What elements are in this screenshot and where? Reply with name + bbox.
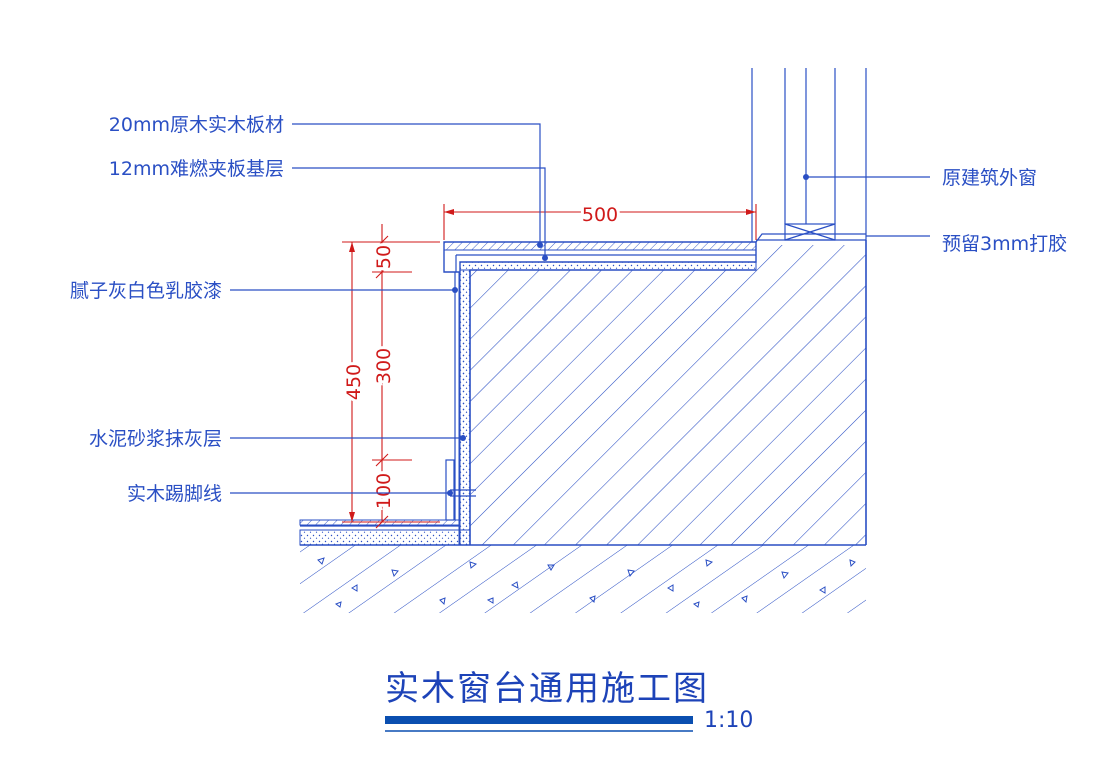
leader-window: 原建筑外窗 <box>803 167 1037 189</box>
leader-glue-gap: 预留3mm打胶 <box>866 233 1067 255</box>
dimension-300-label: 300 <box>373 348 395 384</box>
leader-plywood-base: 12mm难燃夹板基层 <box>109 158 548 261</box>
floor-slab <box>300 544 866 613</box>
dimension-width: 500 <box>443 201 757 240</box>
label-window: 原建筑外窗 <box>942 167 1037 189</box>
dimension-100-label: 100 <box>373 473 395 509</box>
label-skirting: 实木踢脚线 <box>127 483 222 505</box>
dimension-height-300: 300 50 100 <box>370 224 412 529</box>
label-glue-gap: 预留3mm打胶 <box>942 233 1067 255</box>
leader-cement-plaster: 水泥砂浆抹灰层 <box>89 428 466 450</box>
drawing-title: 实木窗台通用施工图 <box>385 669 709 709</box>
label-cement-plaster: 水泥砂浆抹灰层 <box>89 428 222 450</box>
leader-wood-board: 20mm原木实木板材 <box>109 114 543 248</box>
floor-finish <box>299 519 471 546</box>
drawing-scale: 1:10 <box>704 708 753 733</box>
leader-putty-paint: 腻子灰白色乳胶漆 <box>70 280 458 302</box>
label-putty-paint: 腻子灰白色乳胶漆 <box>70 280 222 302</box>
window-frame <box>751 68 867 243</box>
dimension-height-450: 450 <box>340 241 440 523</box>
leader-skirting: 实木踢脚线 <box>127 483 453 505</box>
dimension-450-label: 450 <box>343 364 365 400</box>
dimension-500-label: 500 <box>582 204 618 226</box>
title-underline <box>385 716 693 724</box>
title-block: 实木窗台通用施工图 1:10 <box>385 669 753 733</box>
wall-section <box>469 240 867 545</box>
dimension-50-label: 50 <box>373 245 395 269</box>
label-wood-board: 20mm原木实木板材 <box>109 114 284 136</box>
concrete-aggregate <box>317 557 856 608</box>
label-plywood-base: 12mm难燃夹板基层 <box>109 158 284 180</box>
